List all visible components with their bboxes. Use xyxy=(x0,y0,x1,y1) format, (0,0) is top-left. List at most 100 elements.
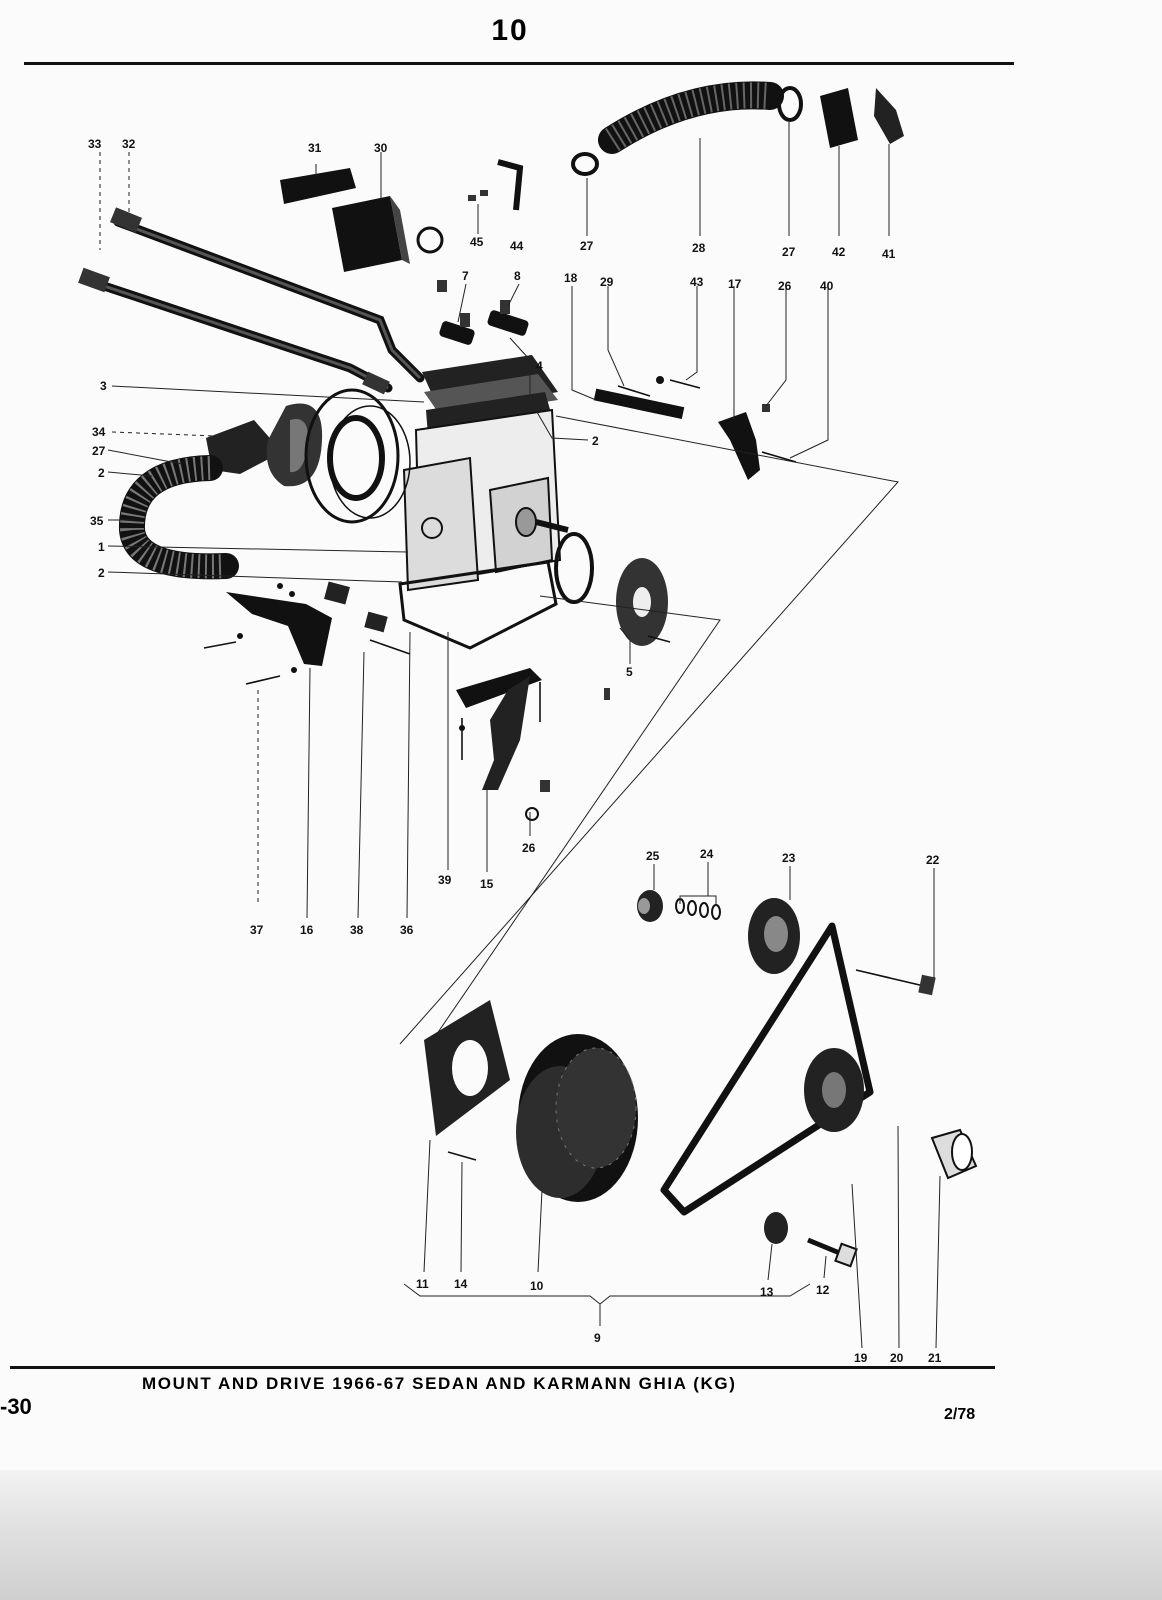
end-plate-gasket xyxy=(304,388,411,524)
bolt-40 xyxy=(761,451,797,463)
callout-33: 33 xyxy=(88,137,102,151)
page-number-top: 10 xyxy=(491,14,529,47)
callout-16: 16 xyxy=(300,923,314,937)
shim-washers-24 xyxy=(675,898,721,920)
duct-elbow-41 xyxy=(874,88,904,144)
figure-caption: MOUNT AND DRIVE 1966-67 SEDAN AND KARMAN… xyxy=(142,1374,737,1393)
callout-45: 45 xyxy=(470,235,484,249)
seal-ring xyxy=(554,532,594,604)
suction-elbow-34 xyxy=(206,403,323,487)
bolt-12 xyxy=(807,1237,858,1268)
callout-24: 24 xyxy=(700,847,714,861)
clutch-mount-plate-11 xyxy=(424,1000,510,1136)
service-valve-7 xyxy=(439,313,475,345)
callout-36: 36 xyxy=(400,923,414,937)
callout-4: 4 xyxy=(536,359,543,373)
callout-38: 38 xyxy=(350,923,364,937)
callout-34: 34 xyxy=(92,425,106,439)
top-rule xyxy=(24,62,1014,65)
callout-8: 8 xyxy=(514,269,521,283)
callout-2-upper: 2 xyxy=(98,466,105,480)
callout-15: 15 xyxy=(480,877,494,891)
callout-43: 43 xyxy=(690,275,704,289)
callout-7: 7 xyxy=(462,269,469,283)
spacer-38 xyxy=(324,581,350,605)
relay-box-30 xyxy=(332,196,447,292)
callout-5: 5 xyxy=(626,665,633,679)
hose-clamp-27-left xyxy=(571,152,599,176)
callout-22: 22 xyxy=(926,853,940,867)
base-gasket xyxy=(398,560,558,650)
nuts-small xyxy=(271,583,295,609)
callout-19: 19 xyxy=(854,1351,868,1365)
bolt-29 xyxy=(617,385,651,397)
compressor-pulley-10 xyxy=(516,1034,638,1202)
nut-26-lower xyxy=(540,780,550,792)
service-valve-8 xyxy=(487,300,529,336)
flexible-duct-35 xyxy=(119,455,239,580)
callout-26-lower: 26 xyxy=(522,841,536,855)
callout-3: 3 xyxy=(100,379,107,393)
bolt-22 xyxy=(855,969,936,996)
callout-28: 28 xyxy=(692,241,706,255)
bracket-44 xyxy=(497,159,524,211)
bracket-31 xyxy=(280,168,356,204)
callout-44: 44 xyxy=(510,239,524,253)
page-reference: -30 xyxy=(0,1394,32,1419)
washer-26-top xyxy=(762,404,770,412)
callout-42: 42 xyxy=(832,245,846,259)
callout-30: 30 xyxy=(374,141,388,155)
assembly-frame-lower xyxy=(429,595,721,1045)
washer-13 xyxy=(764,1212,788,1244)
callout-17: 17 xyxy=(728,277,742,291)
callout-41: 41 xyxy=(882,247,896,261)
callout-13: 13 xyxy=(760,1285,774,1299)
callout-29: 29 xyxy=(600,275,614,289)
callout-25: 25 xyxy=(646,849,660,863)
hose-clamp-27-right xyxy=(777,86,803,122)
callout-27-right: 27 xyxy=(782,245,796,259)
revision-date: 2/78 xyxy=(944,1406,976,1423)
paper-stack-edge xyxy=(0,1470,1162,1600)
bolt-5 xyxy=(647,635,671,643)
callout-14: 14 xyxy=(454,1277,468,1291)
callout-23: 23 xyxy=(782,851,796,865)
screw-14 xyxy=(447,1151,477,1161)
refrigerant-hose-upper xyxy=(110,207,425,383)
idler-pulley-23 xyxy=(748,898,800,974)
callout-12: 12 xyxy=(816,1283,830,1297)
spacer-36 xyxy=(364,611,388,633)
bottom-rule xyxy=(10,1366,995,1369)
callout-2-right: 2 xyxy=(592,434,599,448)
bolt-39 xyxy=(459,718,465,760)
callout-18: 18 xyxy=(564,271,578,285)
v-belt-19 xyxy=(660,922,874,1216)
callout-37: 37 xyxy=(250,923,264,937)
washer-26-lower xyxy=(525,807,539,821)
bolt-21 xyxy=(930,1128,978,1180)
leader-lines xyxy=(99,122,941,1349)
callout-11: 11 xyxy=(416,1277,429,1291)
callout-40: 40 xyxy=(820,279,834,293)
mounting-bracket-16 xyxy=(226,592,332,666)
callout-9: 9 xyxy=(594,1331,601,1345)
callout-27-duct: 27 xyxy=(92,444,106,458)
compressor-bracket-15 xyxy=(456,668,542,790)
magnetic-clutch-25 xyxy=(637,890,663,922)
bolt-38 xyxy=(369,639,411,655)
callout-32: 32 xyxy=(122,137,136,151)
callout-27-left: 27 xyxy=(580,239,594,253)
callout-labels: 33 32 31 30 45 44 27 28 27 42 41 18 29 4… xyxy=(88,137,942,1365)
callout-1: 1 xyxy=(98,540,105,554)
bolt-37-set xyxy=(203,633,297,685)
clip-45 xyxy=(468,190,488,201)
refrigerant-hose-lower xyxy=(78,267,393,395)
idler-bar-18 xyxy=(593,388,685,420)
callout-26-top: 26 xyxy=(778,279,792,293)
callout-39: 39 xyxy=(438,873,452,887)
assembly-frame-upper xyxy=(399,415,899,1045)
idler-bracket-17 xyxy=(718,412,760,480)
compressor-1 xyxy=(402,355,569,592)
